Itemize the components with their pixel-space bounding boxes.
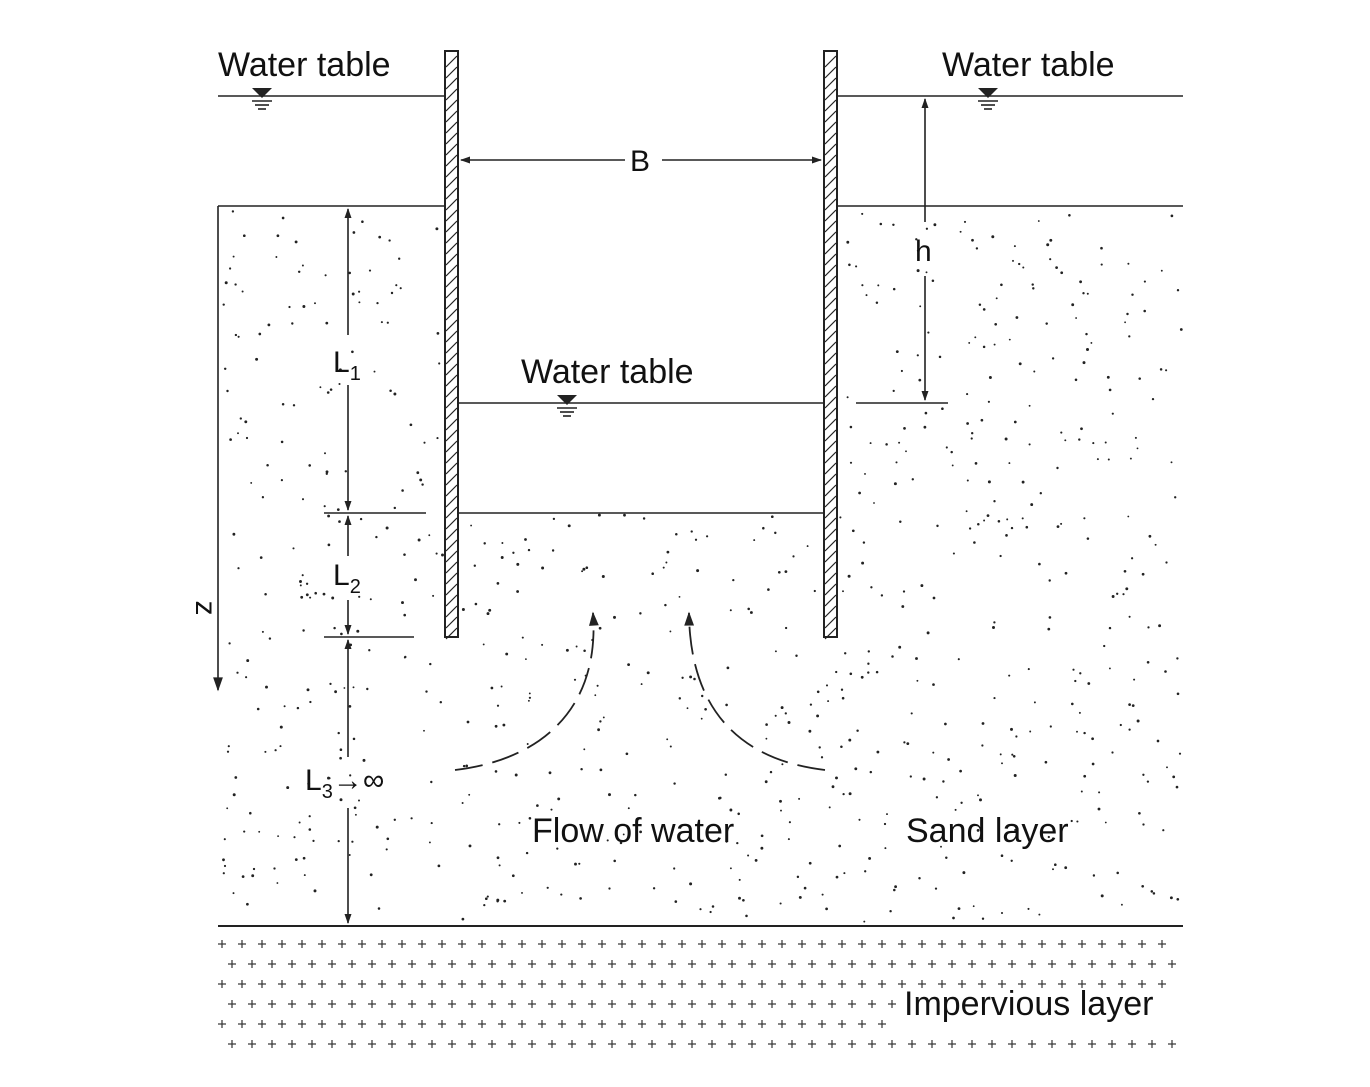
l1-subscript: 1 xyxy=(350,363,361,385)
sand-label: Sand layer xyxy=(906,812,1069,850)
l1-main: L xyxy=(333,346,350,379)
water-table-inside-label: Water table xyxy=(521,353,694,391)
impervious-label: Impervious layer xyxy=(904,985,1153,1023)
water-table-right-label: Water table xyxy=(942,46,1115,84)
impervious-layer-pattern xyxy=(218,940,1176,1048)
sheet-pile-left xyxy=(444,50,459,640)
l3-main: L xyxy=(305,764,322,797)
water-table-symbol-left xyxy=(252,88,272,110)
sheet-pile-right xyxy=(823,50,838,640)
water-table-symbol-right xyxy=(978,88,998,110)
l2-subscript: 2 xyxy=(350,576,361,598)
flow-label: Flow of water xyxy=(532,812,734,850)
l3-suffix: →∞ xyxy=(333,764,384,797)
dimension-h-label: h xyxy=(915,235,932,268)
dimension-l3-label: L3→∞ xyxy=(305,764,384,803)
dimension-b-label: B xyxy=(630,145,650,178)
depth-axis-label: z xyxy=(189,601,222,616)
water-table-symbol-inside xyxy=(557,395,577,417)
l3-subscript: 3 xyxy=(322,781,333,803)
flow-path-right xyxy=(684,611,826,771)
water-table-left-label: Water table xyxy=(218,46,391,84)
sand-texture xyxy=(222,210,1183,923)
l2-main: L xyxy=(333,559,350,592)
dimension-l2-label: L2 xyxy=(333,559,361,598)
flow-path-left xyxy=(454,611,599,771)
dimension-l1-label: L1 xyxy=(333,346,361,385)
